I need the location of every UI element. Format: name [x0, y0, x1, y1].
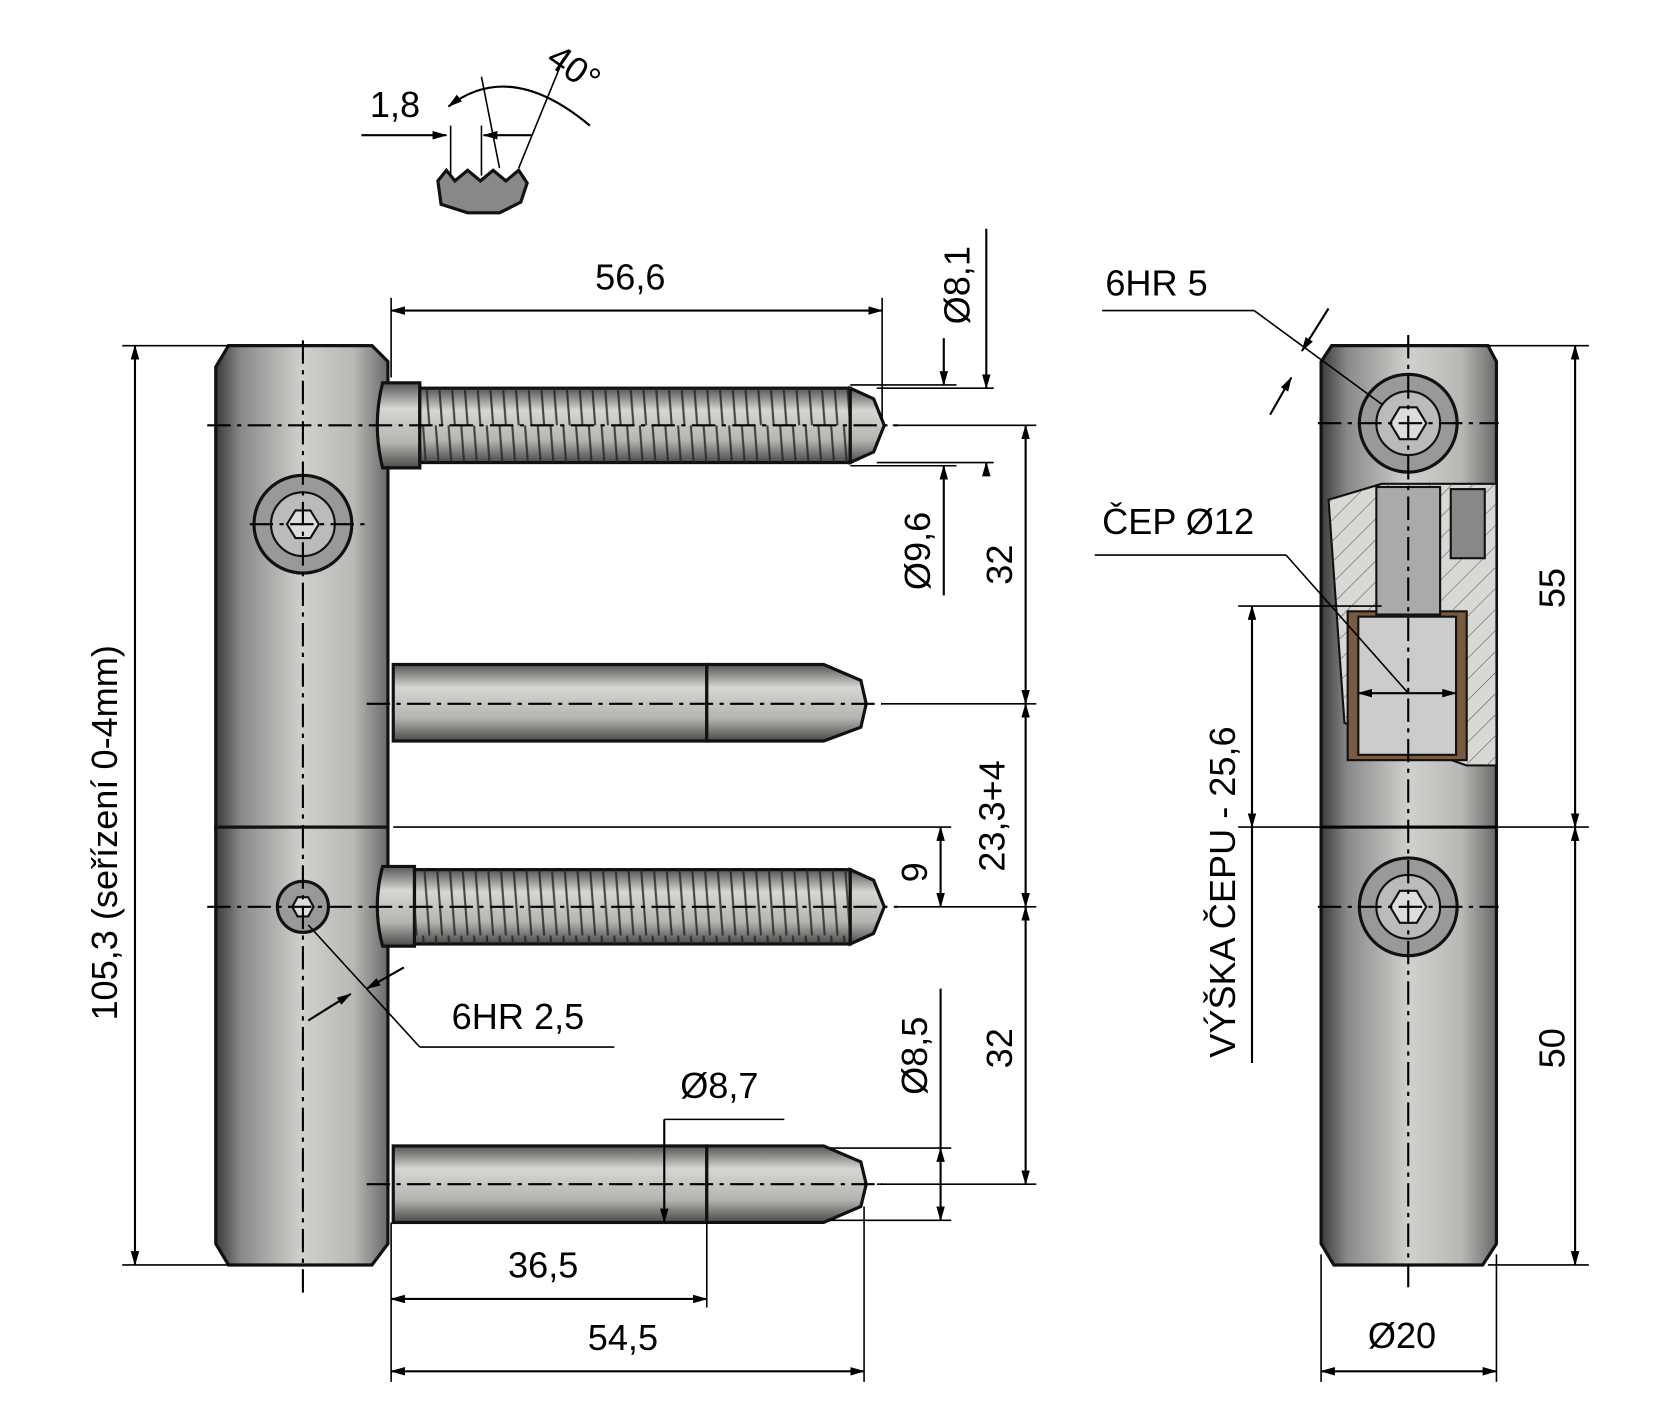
thread-dia-top-label: Ø8,1	[936, 246, 977, 324]
total-height-label: 105,3 (seřízení 0-4mm)	[84, 645, 125, 1020]
pin-dia-lower-label: Ø8,5	[894, 1017, 935, 1095]
hex-small-label: 6HR 2,5	[452, 996, 585, 1037]
screw-length-label: 56,6	[595, 256, 665, 297]
pin-length-label: 54,5	[588, 1317, 658, 1358]
spacing-lower-label: 32	[979, 1028, 1020, 1068]
thread-dia-outer-label: Ø9,6	[897, 512, 938, 590]
lower-height-label: 50	[1531, 1028, 1572, 1068]
pin-height-label: VÝŠKA ČEPU - 25,6	[1202, 726, 1243, 1057]
thread-pitch-label: 1,8	[370, 84, 420, 125]
upper-height-label: 55	[1531, 568, 1572, 608]
spacing-upper-label: 32	[979, 545, 1020, 585]
upper-hinge-body	[214, 344, 390, 829]
pin-label: ČEP Ø12	[1102, 501, 1254, 542]
hex-large-label: 6HR 5	[1105, 263, 1207, 304]
diameter-label: Ø20	[1368, 1315, 1436, 1356]
thread-detail: 1,8 40°	[361, 36, 608, 215]
right-view: 6HR 5 ČEP Ø12 VÝŠKA ČEPU - 25,6 55 50 Ø2…	[1094, 263, 1589, 1382]
pin-dia-step-label: Ø8,7	[680, 1065, 758, 1106]
adjust-range-label: 23,3+4	[971, 760, 1012, 872]
left-view: 56,6 Ø8,1 Ø9,6 32 23,3+4 9 32 105,3 (seř…	[84, 228, 1037, 1382]
offset-label: 9	[894, 862, 935, 882]
pin-step-length-label: 36,5	[508, 1245, 578, 1286]
